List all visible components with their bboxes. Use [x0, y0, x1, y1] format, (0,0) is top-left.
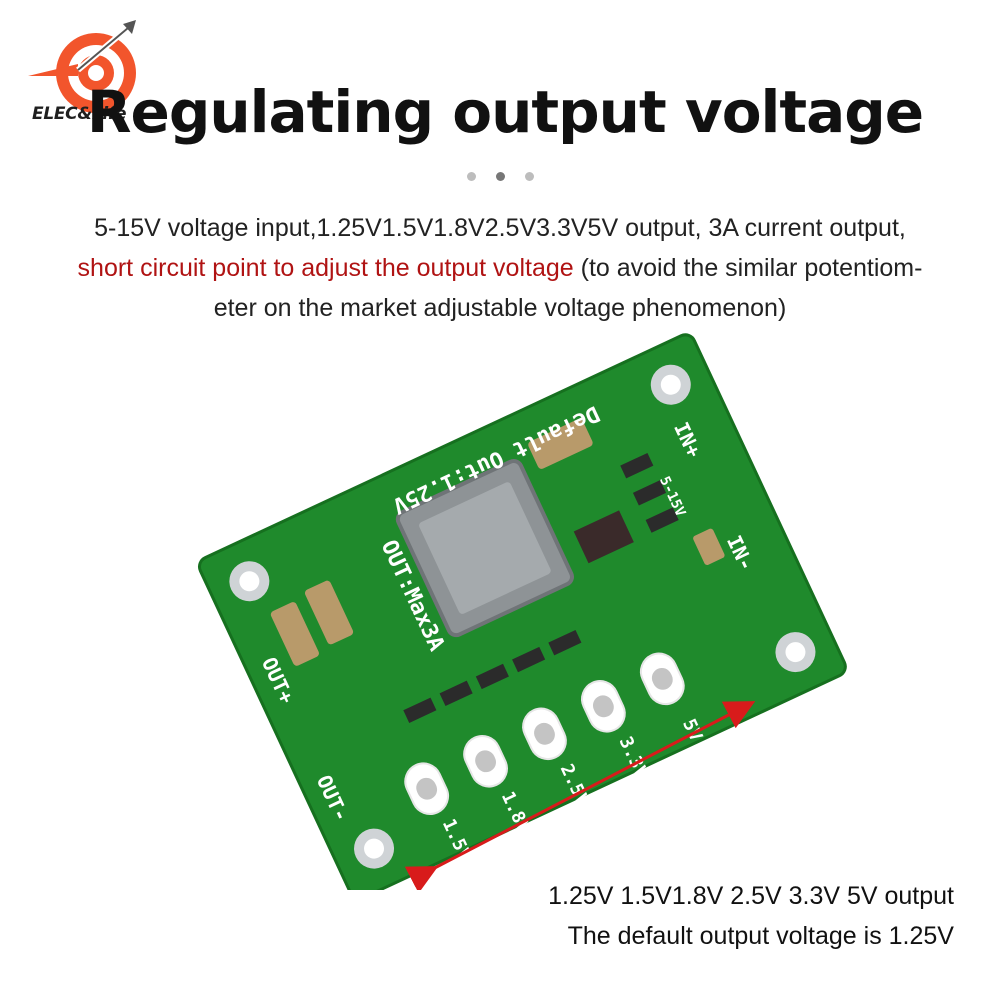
pcb-board: Default Out:1.25VOUT:Max3AIN+IN-OUT+OUT-… [197, 333, 847, 890]
description-line-3: eter on the market adjustable voltage ph… [213, 294, 787, 322]
carousel-dot[interactable] [466, 172, 476, 181]
page-title: Regulating output voltage [86, 78, 924, 146]
pcb-board-illustration: Default Out:1.25VOUT:Max3AIN+IN-OUT+OUT-… [197, 333, 847, 890]
caption-line-2: The default output voltage is 1.25V [567, 922, 954, 950]
description-line-2: short circuit point to adjust the output… [20, 248, 980, 288]
description-line-1: 5-15V voltage input,1.25V1.5V1.8V2.5V3.3… [94, 214, 906, 242]
carousel-dot[interactable] [524, 172, 534, 181]
description: 5-15V voltage input,1.25V1.5V1.8V2.5V3.3… [20, 208, 980, 328]
description-line-2-rest: (to avoid the similar potentiom- [573, 254, 923, 282]
brand-logo-icon [28, 20, 136, 113]
brand-logo-text: ELEC&Life [32, 104, 127, 124]
range-arrow [404, 701, 756, 890]
description-highlight: short circuit point to adjust the output… [77, 254, 574, 282]
carousel-indicator [0, 172, 1000, 181]
caption-line-1: 1.25V 1.5V1.8V 2.5V 3.3V 5V output [548, 882, 954, 910]
carousel-dot-active[interactable] [495, 172, 505, 181]
caption: 1.25V 1.5V1.8V 2.5V 3.3V 5V output The d… [548, 876, 954, 956]
